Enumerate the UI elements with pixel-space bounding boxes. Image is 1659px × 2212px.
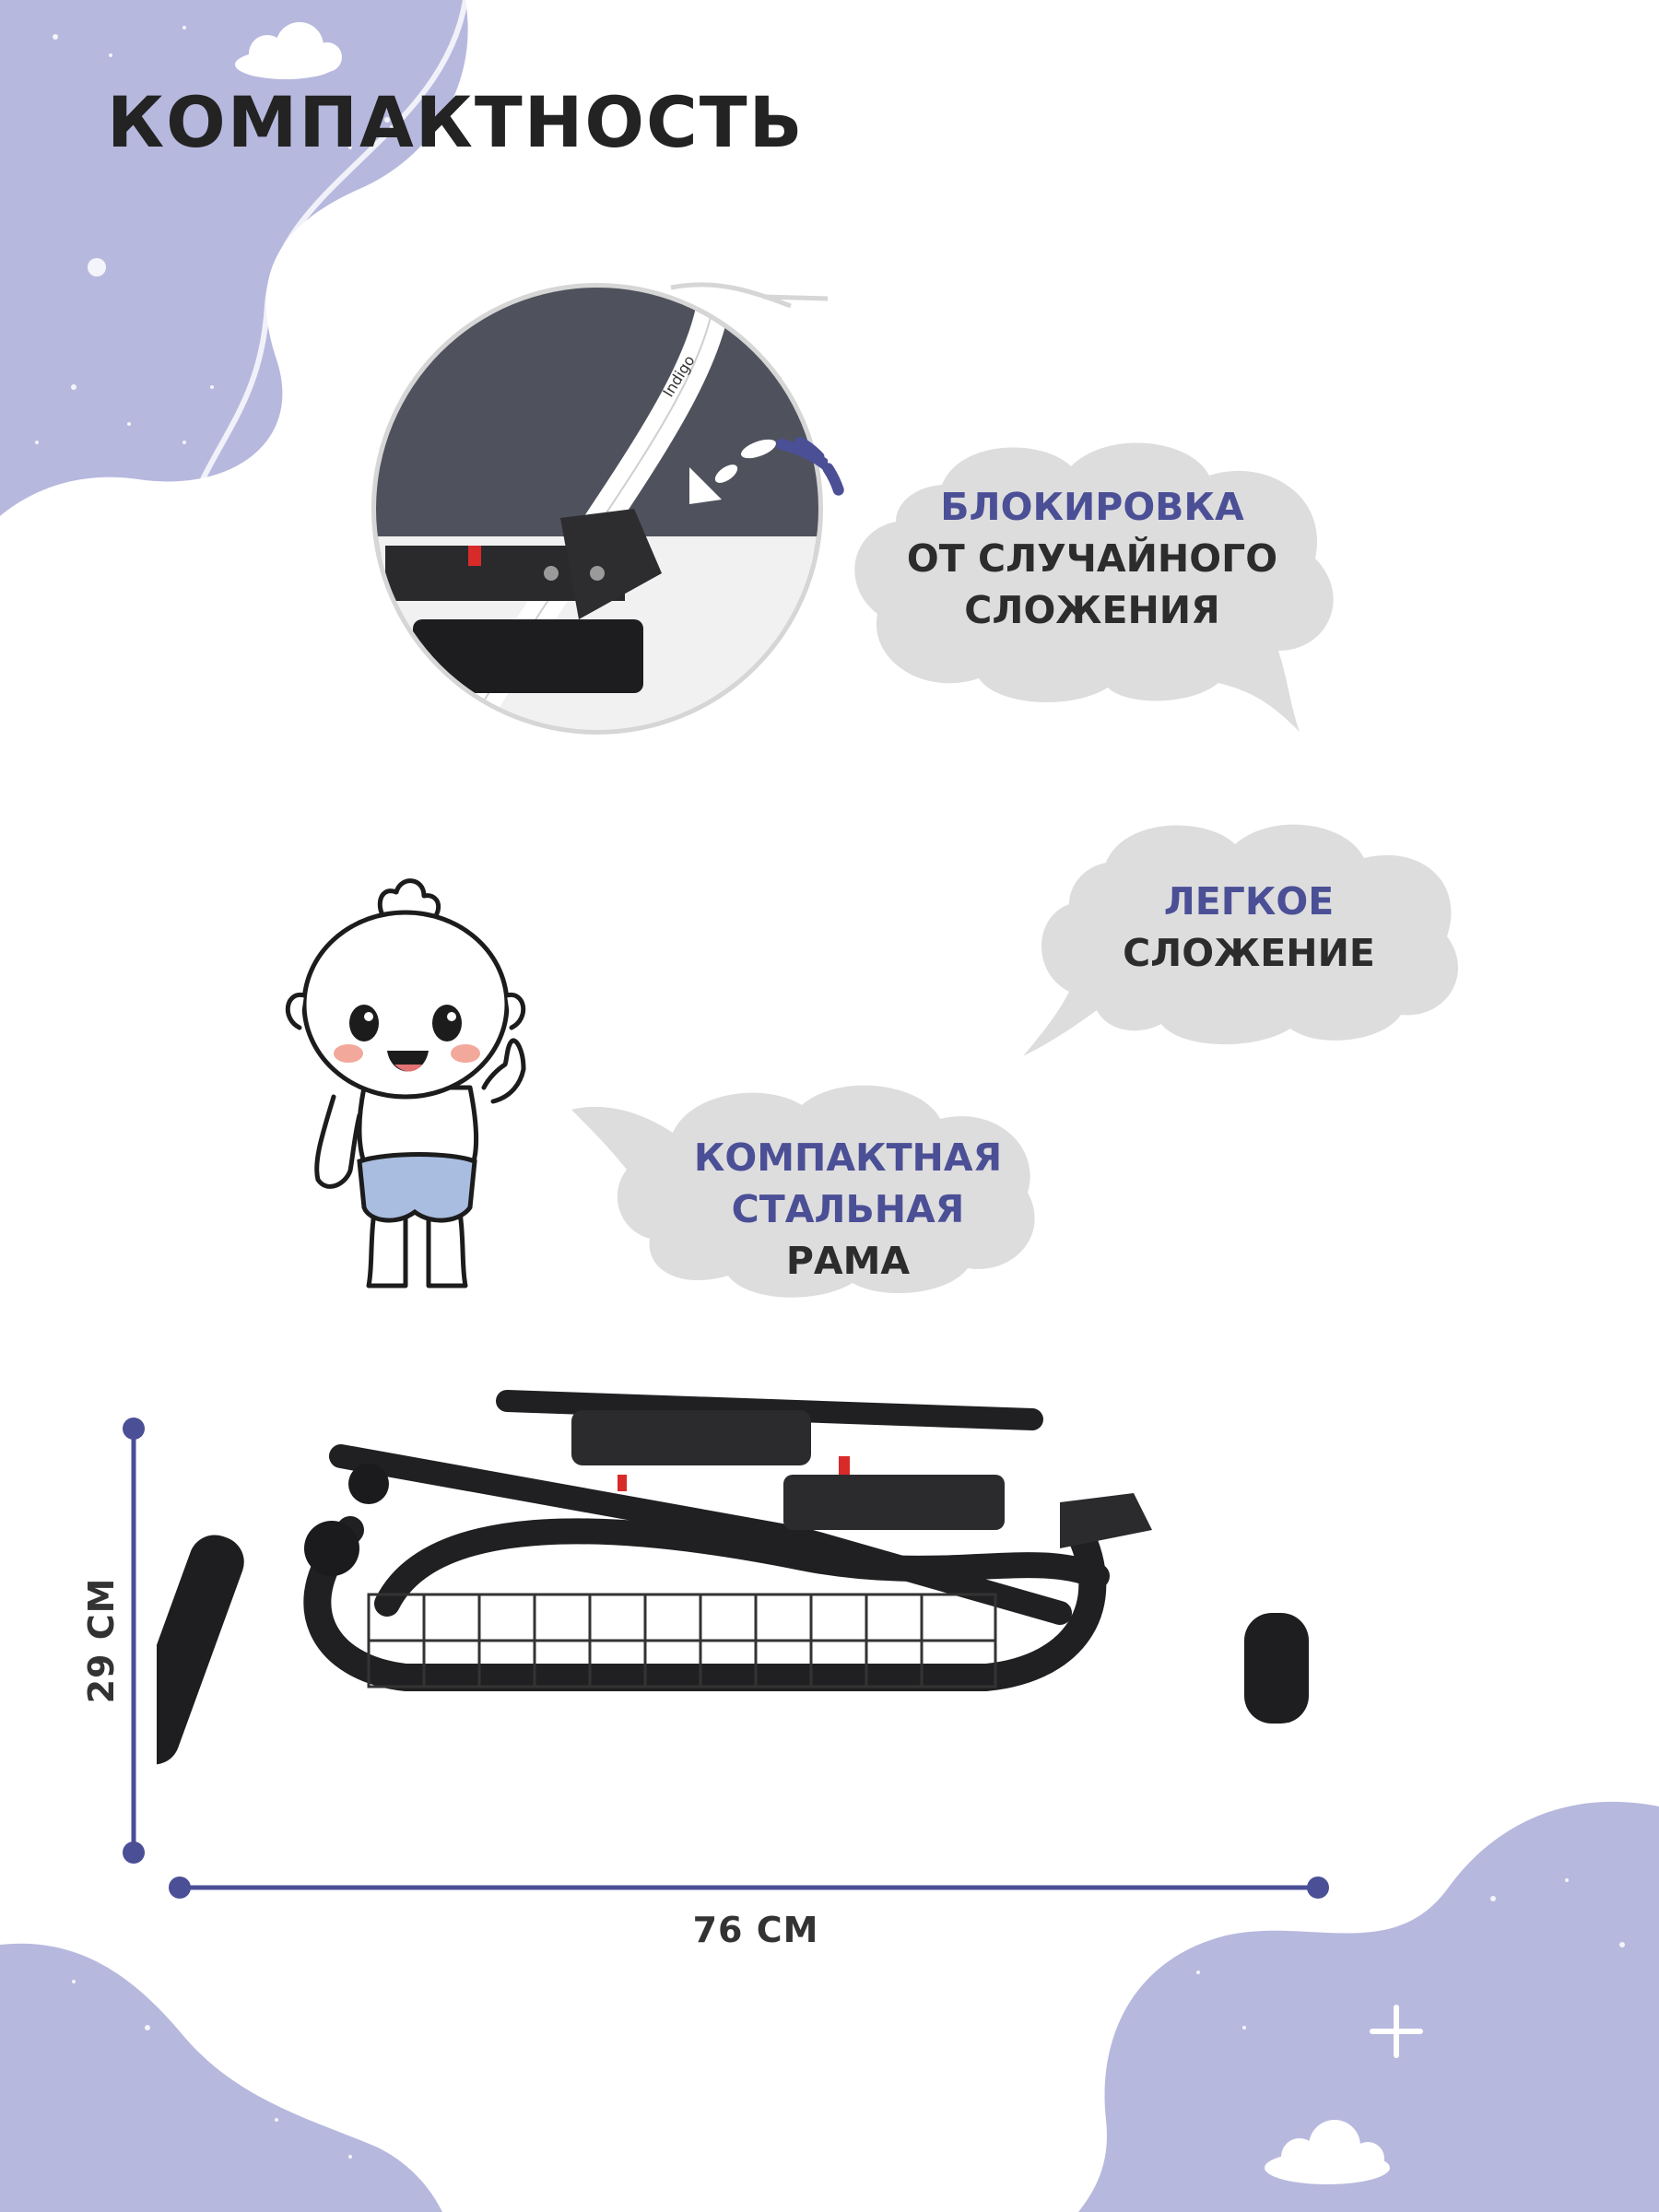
callout-frame: КОМПАКТНАЯ СТАЛЬНАЯ РАМА <box>673 1132 1023 1287</box>
blue-arrow-dash <box>776 439 828 475</box>
arrow-icon <box>689 439 776 504</box>
callout-lock-line1: БЛОКИРОВКА <box>940 485 1244 529</box>
callout-frame-line1: КОМПАКТНАЯ <box>693 1135 1003 1180</box>
callout-fold-line2: СЛОЖЕНИЕ <box>1123 931 1375 975</box>
folded-stroller-photo <box>157 1390 1309 1765</box>
cloud-icon-bottom <box>1265 2120 1390 2184</box>
baby-mascot-illustration <box>285 878 526 1288</box>
callout-lock: БЛОКИРОВКА ОТ СЛУЧАЙНОГО СЛОЖЕНИЯ <box>889 481 1295 636</box>
callout-frame-line2a: СТАЛЬНАЯ <box>731 1187 965 1231</box>
cloud-icon <box>235 22 342 79</box>
height-dimension-label: 29 СМ <box>81 1577 122 1704</box>
callout-fold: ЛЕГКОЕ СЛОЖЕНИЕ <box>1097 876 1401 979</box>
callout-fold-line1: ЛЕГКОЕ <box>1163 879 1335 924</box>
width-dimension-label: 76 СМ <box>692 1910 819 1950</box>
callout-frame-line2b: РАМА <box>785 1239 911 1283</box>
page-title: КОМПАКТНОСТЬ <box>107 81 805 163</box>
plus-sparkle-icon <box>1370 2005 1423 2058</box>
speech-bubble-lock <box>854 442 1334 732</box>
lock-mechanism-photo: Indigo <box>371 282 828 735</box>
blue-arrow-dash-2 <box>794 437 847 508</box>
bottom-right-blob <box>1078 1801 1659 2212</box>
callout-lock-line2: ОТ СЛУЧАЙНОГО <box>906 536 1278 581</box>
sparkle-dots <box>35 26 417 444</box>
speech-bubble-fold <box>1023 824 1458 1056</box>
bottom-left-blob <box>0 1943 442 2212</box>
top-left-swirl <box>200 0 468 481</box>
callout-lock-line3: СЛОЖЕНИЯ <box>964 588 1220 632</box>
speech-bubble-frame <box>571 1085 1035 1298</box>
top-left-blob <box>0 0 468 516</box>
